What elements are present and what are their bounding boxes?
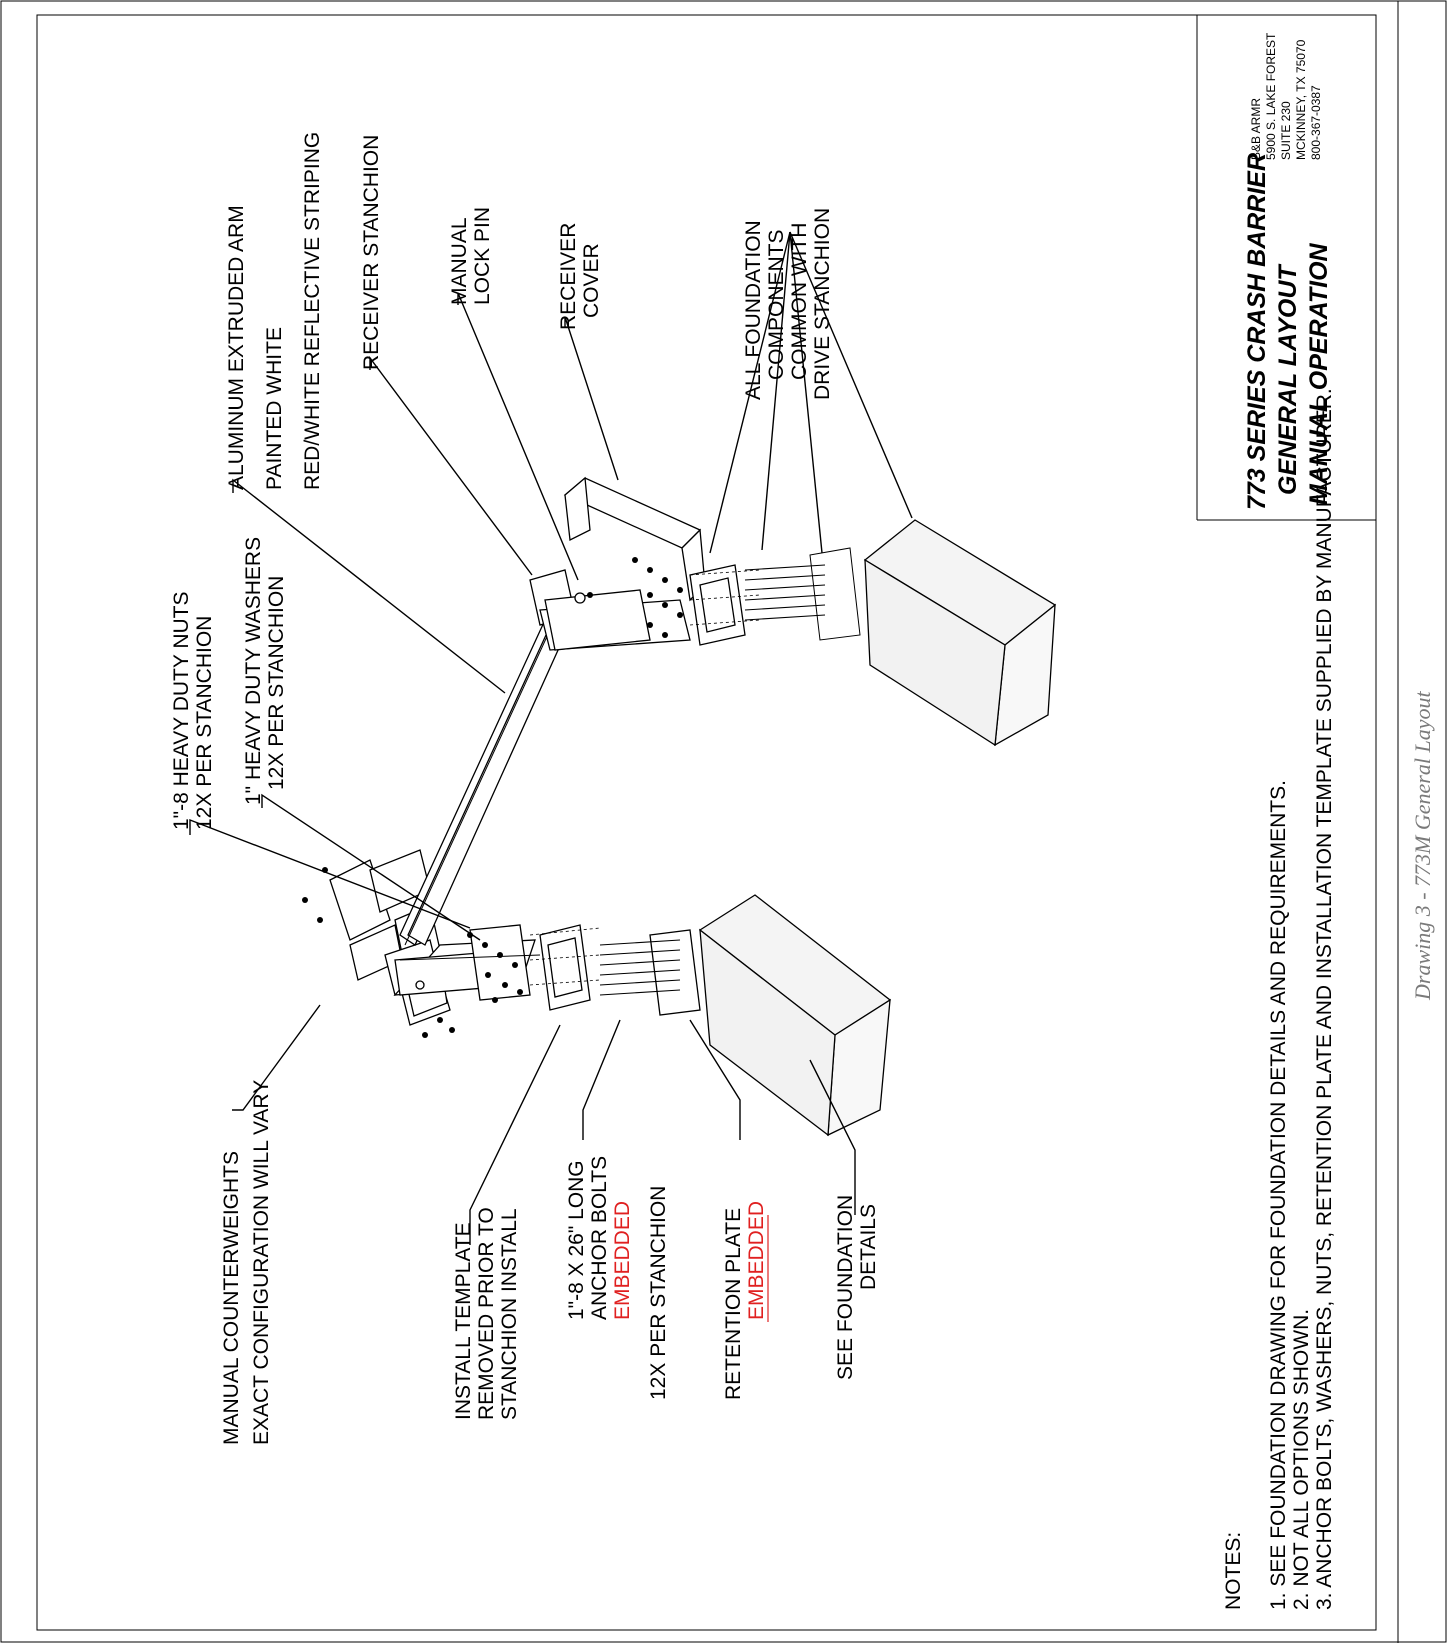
- install-template-line-2: REMOVED PRIOR TO: [475, 1207, 498, 1420]
- lock-pin-line-1: MANUAL: [448, 217, 471, 305]
- receiver-foundation-block: [863, 519, 1057, 747]
- arm-line-1: ALUMINUM EXTRUDED ARM: [225, 205, 248, 490]
- company-line-2: 5900 S. LAKE FOREST: [1264, 32, 1278, 160]
- install-template-line-1: INSTALL TEMPLATE: [452, 1222, 475, 1420]
- retention-plate-embedded: EMBEDDED: [745, 1201, 768, 1320]
- receiver-cover-line-1: RECEIVER: [557, 223, 580, 330]
- see-foundation-line-2: DETAILS: [857, 1204, 880, 1290]
- retention-plate-line-1: RETENTION PLATE: [722, 1208, 745, 1400]
- barrier-arm: [399, 619, 569, 946]
- see-foundation-line-1: SEE FOUNDATION: [834, 1195, 857, 1380]
- figure-caption: Drawing 3 - 773M General Layout: [1410, 691, 1435, 1001]
- receiver-foundation-hardware: [689, 547, 861, 646]
- callout-labels: MANUAL COUNTERWEIGHTS EXACT CONFIGURATIO…: [170, 132, 880, 1445]
- note-2: 2. NOT ALL OPTIONS SHOWN.: [1290, 1309, 1313, 1610]
- arm-line-2: PAINTED WHITE: [263, 327, 286, 490]
- counterweights-line-1: MANUAL COUNTERWEIGHTS: [220, 1151, 243, 1445]
- nuts-line-1: 1"-8 HEAVY DUTY NUTS: [170, 591, 193, 830]
- anchor-bolts-line-1: 1"-8 X 26" LONG: [565, 1160, 588, 1320]
- company-line-5: 800-367-0387: [1309, 85, 1323, 160]
- note-1: 1. SEE FOUNDATION DRAWING FOR FOUNDATION…: [1267, 780, 1290, 1610]
- company-line-4: MCKINNEY, TX 75070: [1294, 39, 1308, 160]
- lock-pin-line-2: LOCK PIN: [471, 207, 494, 305]
- anchor-bolts-qty: 12X PER STANCHION: [647, 1186, 670, 1400]
- counterweights-line-2: EXACT CONFIGURATION WILL VARY: [250, 1080, 273, 1445]
- receiver-anchor-hardware: [632, 557, 683, 638]
- foundation-common-line-1: ALL FOUNDATION: [742, 220, 765, 400]
- note-3: 3. ANCHOR BOLTS, WASHERS, NUTS, RETENTIO…: [1313, 388, 1336, 1610]
- nuts-line-2: 12X PER STANCHION: [193, 616, 216, 830]
- foundation-common-line-4: DRIVE STANCHION: [811, 208, 834, 400]
- washers-line-1: 1" HEAVY DUTY WASHERS: [242, 537, 265, 805]
- drawing-border: [36, 14, 1377, 1631]
- anchor-bolts-embedded: EMBEDDED: [611, 1201, 634, 1320]
- anchor-bolts-line-2: ANCHOR BOLTS: [588, 1156, 611, 1320]
- drive-anchor-hardware: [467, 932, 523, 1003]
- drive-foundation-block: [698, 894, 892, 1137]
- receiver-cover-line-2: COVER: [580, 243, 603, 318]
- washers-line-2: 12X PER STANCHION: [265, 576, 288, 790]
- foundation-common-line-3: COMMON WITH: [788, 223, 811, 380]
- company-line-1: B&B ARMR: [1249, 98, 1263, 160]
- title-block: 773 SERIES CRASH BARRIER GENERAL LAYOUT …: [1196, 15, 1376, 521]
- notes-heading: NOTES:: [1222, 1532, 1245, 1610]
- notes-block: NOTES: 1. SEE FOUNDATION DRAWING FOR FOU…: [1222, 388, 1336, 1610]
- arm-line-3: RED/WHITE REFLECTIVE STRIPING: [301, 132, 324, 490]
- callout-leaders: [189, 231, 913, 1245]
- title-line-2: GENERAL LAYOUT: [1274, 263, 1302, 495]
- title-line-1: 773 SERIES CRASH BARRIER: [1243, 153, 1271, 510]
- barrier-assembly-drawing: [189, 231, 1057, 1245]
- receiver-stanchion-label: RECEIVER STANCHION: [360, 135, 383, 370]
- foundation-common-line-2: COMPONENTS: [765, 229, 788, 380]
- receiver-cover-part: [563, 476, 706, 602]
- drive-foundation-hardware: [529, 924, 701, 1016]
- receiver-stanchion-assembly: [529, 569, 691, 651]
- title-line-3: MANUAL OPERATION: [1305, 242, 1333, 505]
- company-line-3: SUITE 230: [1279, 101, 1293, 160]
- install-template-line-3: STANCHION INSTALL: [498, 1208, 521, 1420]
